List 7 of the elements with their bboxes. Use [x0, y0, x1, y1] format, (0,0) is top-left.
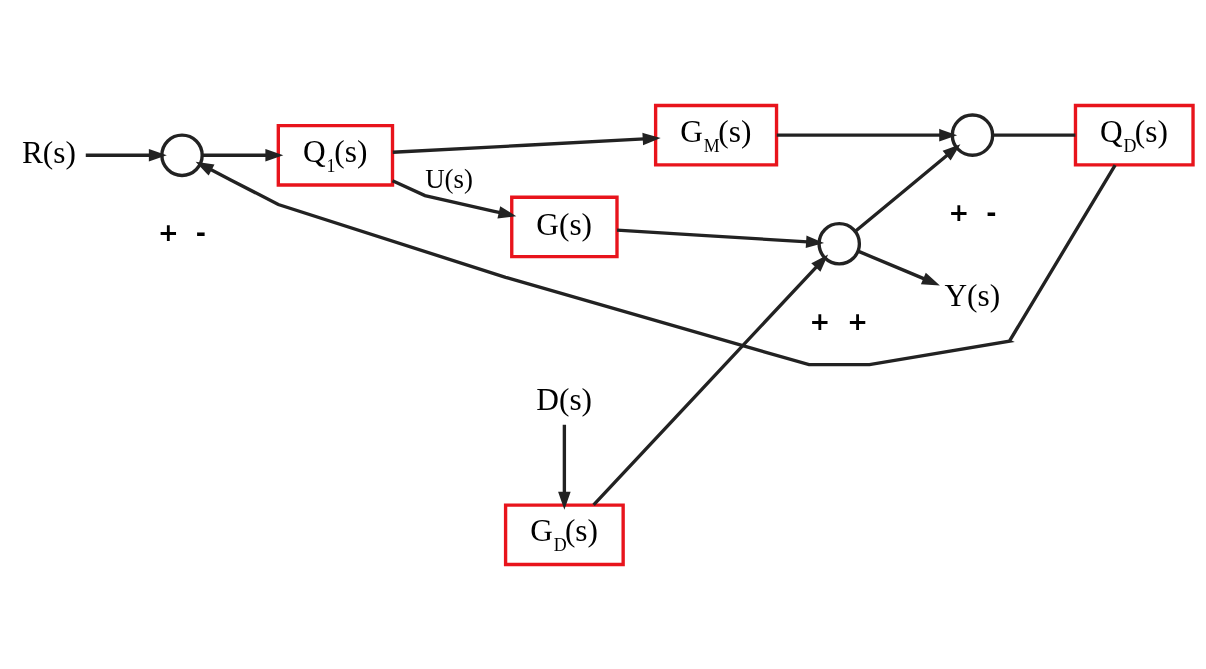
- node-label: + +: [809, 306, 868, 336]
- node-label: + -: [948, 197, 997, 227]
- node-label: + -: [157, 217, 206, 247]
- node-text: Y(s): [944, 277, 1001, 313]
- node-text: R(s): [21, 134, 76, 170]
- edge-label: U(s): [425, 163, 473, 194]
- node-text: D(s): [536, 381, 593, 417]
